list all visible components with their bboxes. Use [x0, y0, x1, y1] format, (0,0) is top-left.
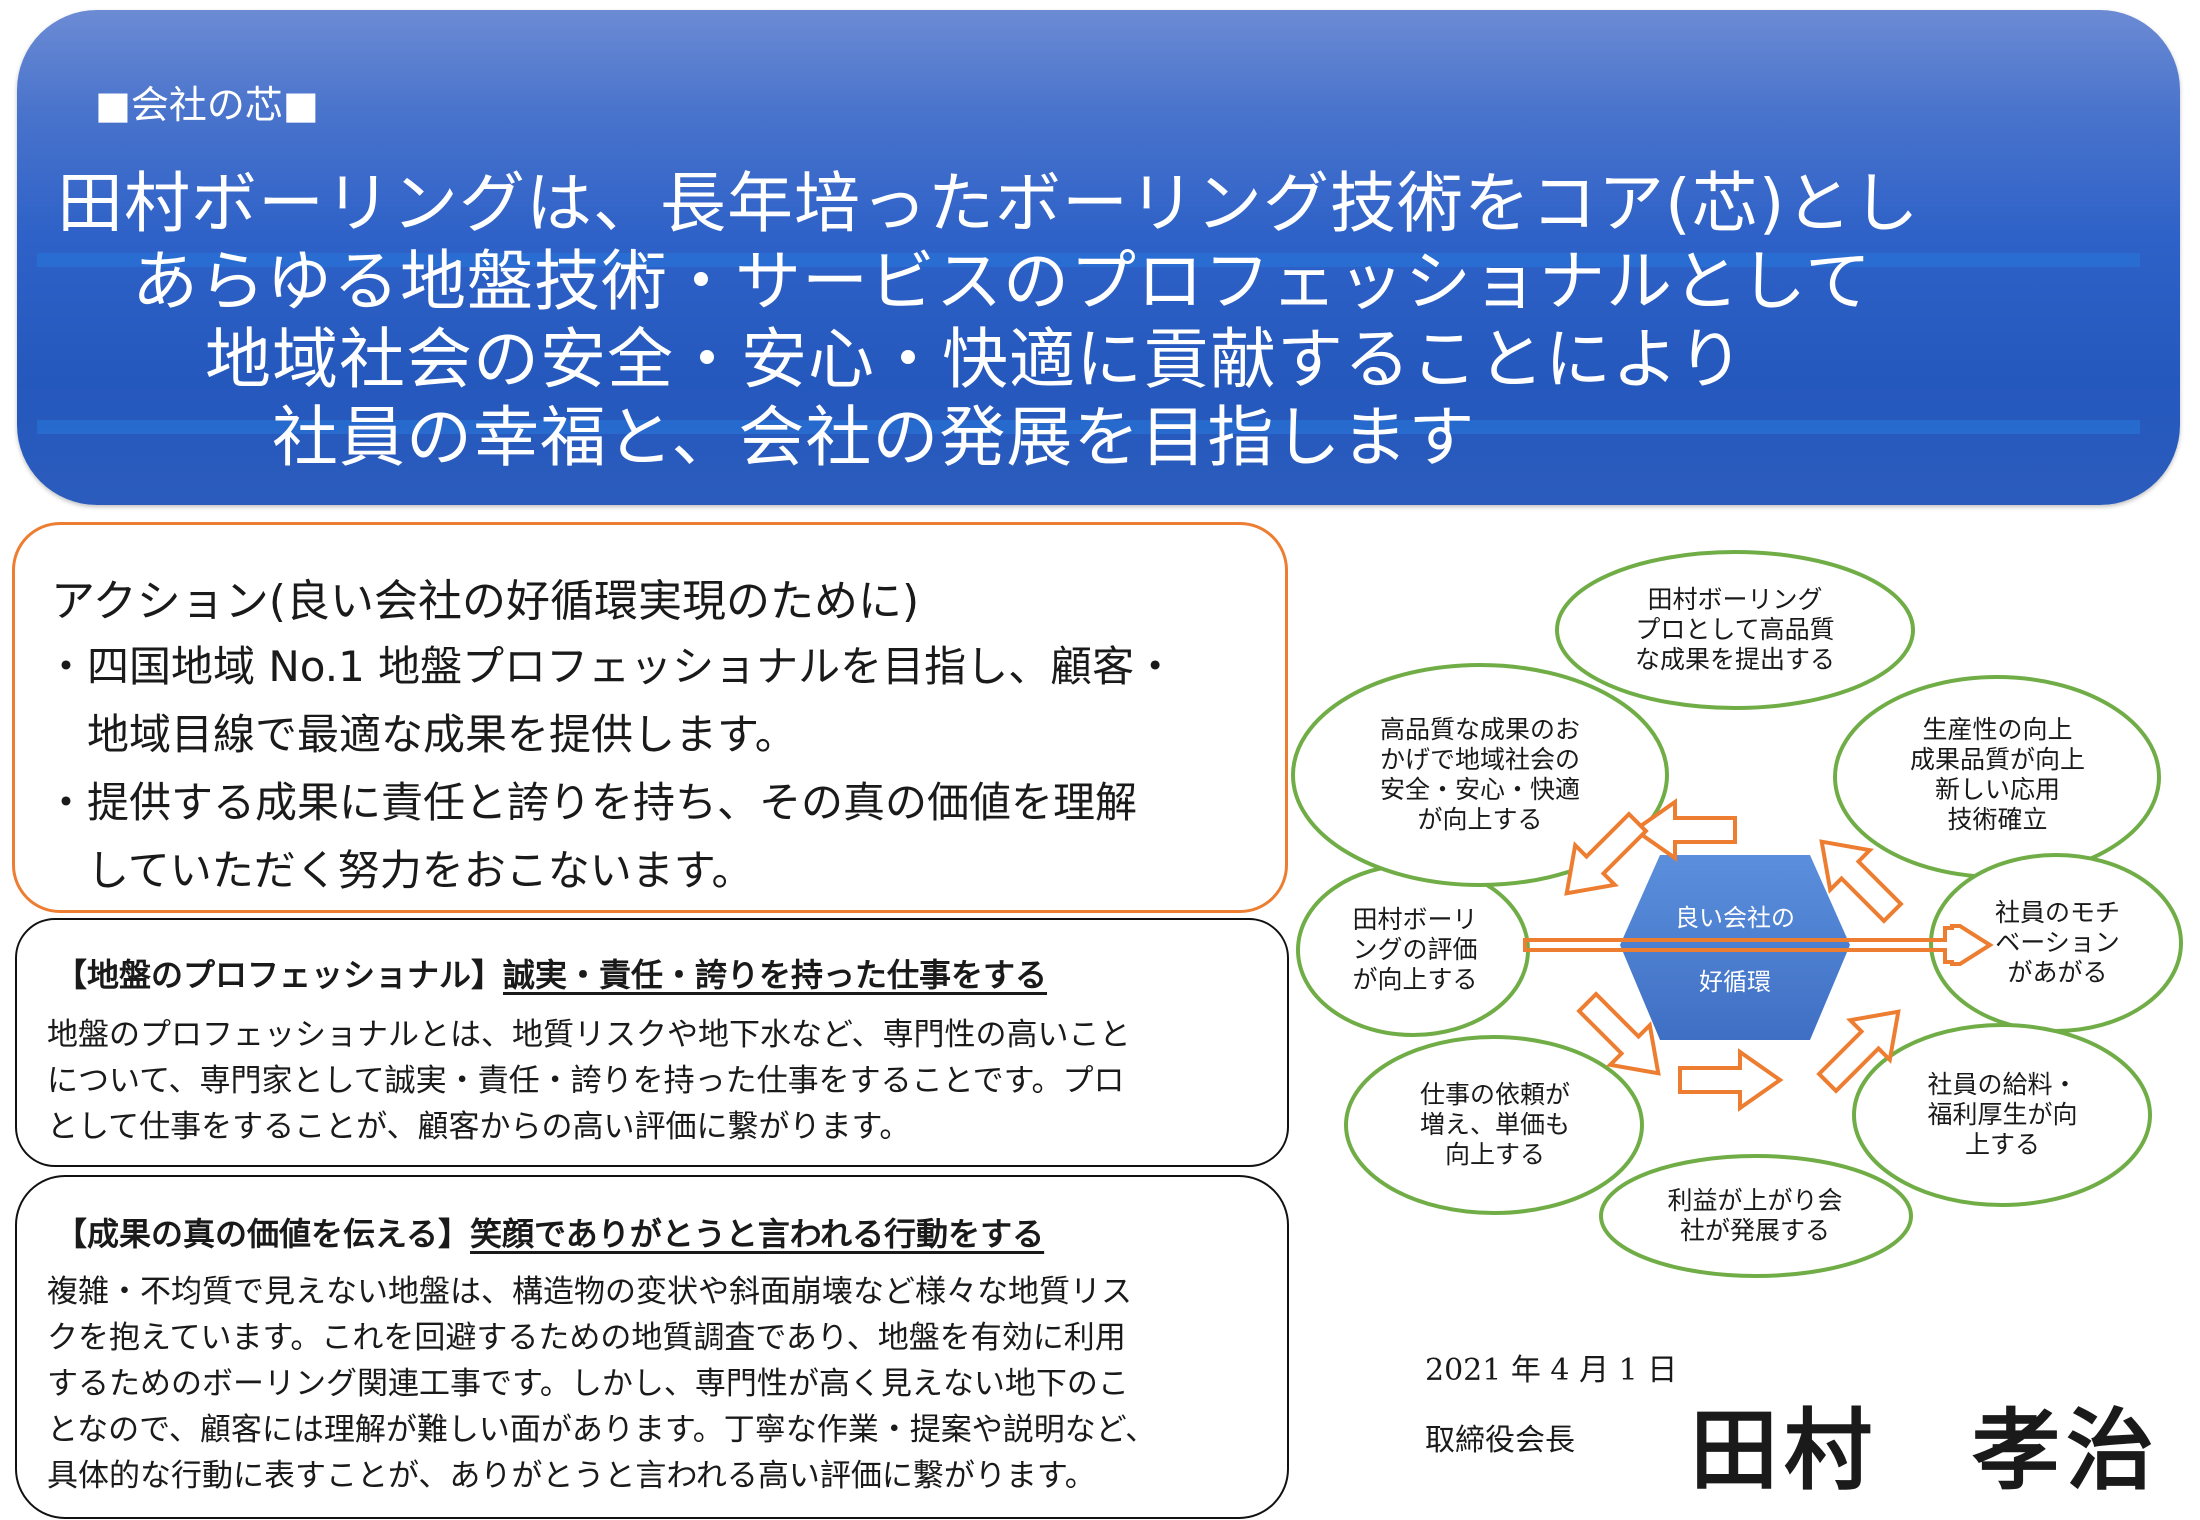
arrow-lower-left — [1576, 991, 1661, 1076]
node-upper-right: 生産性の向上 成果品質が向上 新しい応用 技術確立 — [1855, 715, 2140, 835]
professional-box: 【地盤のプロフェッショナル】誠実・責任・誇りを持った仕事をする 地盤のプロフェッ… — [15, 918, 1289, 1167]
cycle-svg — [1291, 550, 2183, 1278]
banner-line-3: 地域社会の安全・安心・快適に貢献することにより — [205, 321, 1745, 398]
node-left-line: ングの評価 — [1352, 935, 1478, 964]
value-heading-underlined: 笑顔でありがとうと言われる行動をする — [470, 1215, 1045, 1253]
professional-heading-prefix: 【地盤のプロフェッショナル】 — [55, 956, 504, 994]
node-upper-right-line: 技術確立 — [1947, 805, 2048, 834]
node-lower-left: 仕事の依頼が 増え、単価も 向上する — [1360, 1080, 1630, 1170]
node-right-line: ベーション — [1995, 928, 2120, 957]
banner-line-4: 社員の幸福と、会社の発展を目指します — [272, 399, 1476, 476]
node-bottom-line: 社が発展する — [1679, 1216, 1830, 1245]
center-hexagon — [1620, 855, 1850, 1040]
value-line: 具体的な行動に表すことが、ありがとうと言われる高い評価に繋がります。 — [47, 1458, 1096, 1494]
banner-line-1: 田村ボーリングは、長年培ったボーリング技術をコア(芯)とし — [57, 165, 1920, 242]
node-upper-left-line: 安全・安心・快適 — [1379, 775, 1580, 804]
value-heading: 【成果の真の価値を伝える】笑顔でありがとうと言われる行動をする — [55, 1209, 1044, 1255]
professional-heading: 【地盤のプロフェッショナル】誠実・責任・誇りを持った仕事をする — [55, 950, 1047, 996]
node-right: 社員のモチ ベーション があがる — [1950, 898, 2165, 988]
node-lower-right: 社員の給料・ 福利厚生が向 上する — [1870, 1070, 2135, 1160]
node-bottom: 利益が上がり会 社が発展する — [1620, 1186, 1890, 1246]
value-line: するためのボーリング関連工事です。しかし、専門性が高く見えない地下のこ — [47, 1366, 1129, 1402]
node-lower-left-line: 増え、単価も — [1419, 1110, 1570, 1139]
node-upper-right-line: 新しい応用 — [1934, 775, 2060, 804]
node-right-line: 社員のモチ — [1994, 898, 2120, 927]
value-body: 複雑・不均質で見えない地盤は、構造物の変状や斜面崩壊など様々な地質リス クを抱え… — [47, 1269, 1272, 1499]
signature-name: 田村 孝治 — [1690, 1398, 2161, 1502]
value-line: 複雑・不均質で見えない地盤は、構造物の変状や斜面崩壊など様々な地質リス — [47, 1274, 1132, 1310]
node-left-line: 田村ボーリ — [1352, 905, 1478, 934]
arrow-upper-right — [1819, 839, 1904, 924]
professional-line: について、専門家として誠実・責任・誇りを持った仕事をすることです。プロ — [47, 1063, 1125, 1099]
action-box: アクション(良い会社の好循環実現のために) ・四国地域 No.1 地盤プロフェッ… — [12, 522, 1288, 913]
date: 2021 年 4 月 1 日 — [1425, 1353, 1678, 1388]
node-right-line: があがる — [2007, 958, 2108, 987]
node-bottom-line: 利益が上がり会 — [1667, 1186, 1843, 1215]
professional-line: として仕事をすることが、顧客からの高い評価に繋がります。 — [47, 1109, 911, 1145]
professional-body: 地盤のプロフェッショナルとは、地質リスクや地下水など、専門性の高いこと について… — [47, 1012, 1272, 1150]
node-lower-right-line: 福利厚生が向 — [1927, 1100, 2078, 1129]
node-ellipse-lower-left — [1344, 1035, 1644, 1215]
value-heading-prefix: 【成果の真の価値を伝える】 — [55, 1215, 471, 1253]
action-item-2a: ・提供する成果に責任と誇りを持ち、その真の価値を理解 — [45, 778, 1138, 827]
node-ellipse-top — [1555, 550, 1915, 710]
node-lower-right-line: 社員の給料・ — [1927, 1070, 2078, 1099]
action-title: アクション(良い会社の好循環実現のために) — [51, 576, 920, 627]
node-upper-left-line: 高品質な成果のお — [1379, 715, 1580, 744]
action-item-1b: 地域目線で最適な成果を提供します。 — [45, 710, 797, 759]
node-lower-left-line: 向上する — [1444, 1140, 1545, 1169]
banner-stripe — [37, 253, 2140, 267]
node-ellipse-bottom — [1599, 1154, 1913, 1278]
arrow-horizontal — [1523, 924, 1994, 966]
node-upper-left-line: が向上する — [1417, 805, 1543, 834]
value-line: クを抱えています。これを回避するための地質調査であり、地盤を有効に利用 — [47, 1320, 1126, 1356]
action-item-1a: ・四国地域 No.1 地盤プロフェッショナルを目指し、顧客・ — [45, 642, 1177, 691]
node-top: 田村ボーリング プロとして高品質 な成果を提出する — [1580, 585, 1890, 675]
node-lower-right-line: 上する — [1964, 1130, 2040, 1159]
node-left-line: が向上する — [1352, 965, 1478, 994]
action-item-2b: していただく努力をおこないます。 — [45, 846, 754, 895]
node-ellipse-upper-left — [1291, 663, 1669, 887]
center-label-2: 好循環 — [1699, 968, 1771, 996]
banner-label: ■会社の芯■ — [95, 83, 319, 127]
center-label-1: 良い会社の — [1675, 904, 1795, 932]
value-line: となので、顧客には理解が難しい面があります。丁寧な作業・提案や説明など、 — [47, 1412, 1157, 1448]
node-upper-right-line: 生産性の向上 — [1922, 715, 2073, 744]
node-upper-left-line: かげで地域社会の — [1379, 745, 1580, 774]
node-top-line: プロとして高品質 — [1635, 615, 1835, 644]
node-ellipse-lower-right — [1852, 1023, 2152, 1207]
arrow-upper-left — [1564, 811, 1649, 896]
node-upper-right-line: 成果品質が向上 — [1909, 745, 2085, 774]
arrow-bottom — [1678, 1048, 1784, 1112]
role: 取締役会長 — [1425, 1423, 1575, 1458]
professional-line: 地盤のプロフェッショナルとは、地質リスクや地下水など、専門性の高いこと — [47, 1017, 1131, 1053]
node-upper-left: 高品質な成果のお かげで地域社会の 安全・安心・快適 が向上する — [1320, 715, 1640, 835]
banner-stripe — [37, 420, 2140, 434]
good-cycle-diagram: 田村ボーリング プロとして高品質 な成果を提出する 生産性の向上 成果品質が向上… — [1290, 540, 2200, 1280]
node-top-line: な成果を提出する — [1634, 645, 1835, 674]
node-left: 田村ボーリ ングの評価 が向上する — [1315, 905, 1515, 995]
arrow-top-left — [1631, 798, 1737, 862]
node-top-line: 田村ボーリング — [1647, 585, 1823, 614]
mission-banner: ■会社の芯■ 田村ボーリングは、長年培ったボーリング技術をコア(芯)とし あらゆ… — [17, 10, 2180, 505]
banner-line-2: あらゆる地盤技術・サービスのプロフェッショナルとして — [132, 243, 1873, 320]
node-lower-left-line: 仕事の依頼が — [1419, 1080, 1570, 1109]
professional-heading-underlined: 誠実・責任・誇りを持った仕事をする — [503, 956, 1048, 994]
value-box: 【成果の真の価値を伝える】笑顔でありがとうと言われる行動をする 複雑・不均質で見… — [15, 1175, 1289, 1519]
arrow-lower-right — [1816, 1009, 1901, 1094]
